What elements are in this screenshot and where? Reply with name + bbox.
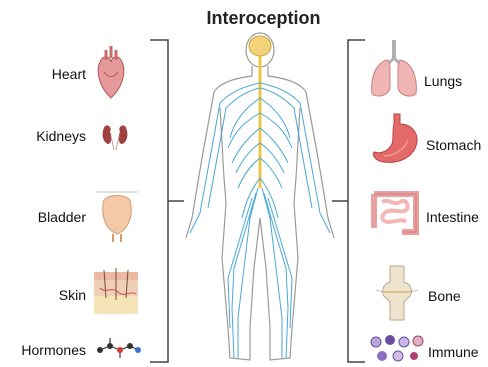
organ-label-skin: Skin	[10, 287, 86, 303]
heart-icon	[94, 44, 128, 100]
organ-label-hormones: Hormones	[10, 342, 86, 358]
organ-label-bladder: Bladder	[10, 209, 86, 225]
skin-icon	[92, 268, 140, 318]
bone-icon	[372, 264, 422, 322]
organ-label-heart: Heart	[10, 66, 86, 82]
organ-label-kidneys: Kidneys	[10, 128, 86, 144]
organ-label-intestine: Intestine	[426, 209, 479, 225]
hormone-molecule-icon	[96, 336, 142, 362]
organ-label-lungs: Lungs	[424, 73, 462, 89]
intestine-icon	[368, 188, 422, 240]
lungs-icon	[368, 38, 420, 100]
right-bracket	[348, 40, 365, 362]
nervous-system-body-figure	[180, 28, 340, 367]
left-bracket	[150, 40, 168, 362]
organ-label-bone: Bone	[428, 288, 461, 304]
bladder-icon	[94, 186, 140, 244]
kidneys-icon	[102, 122, 128, 152]
organ-label-stomach: Stomach	[426, 137, 481, 153]
organ-label-immune: Immune	[428, 344, 479, 360]
immune-cells-icon	[368, 334, 424, 364]
stomach-icon	[370, 112, 422, 166]
